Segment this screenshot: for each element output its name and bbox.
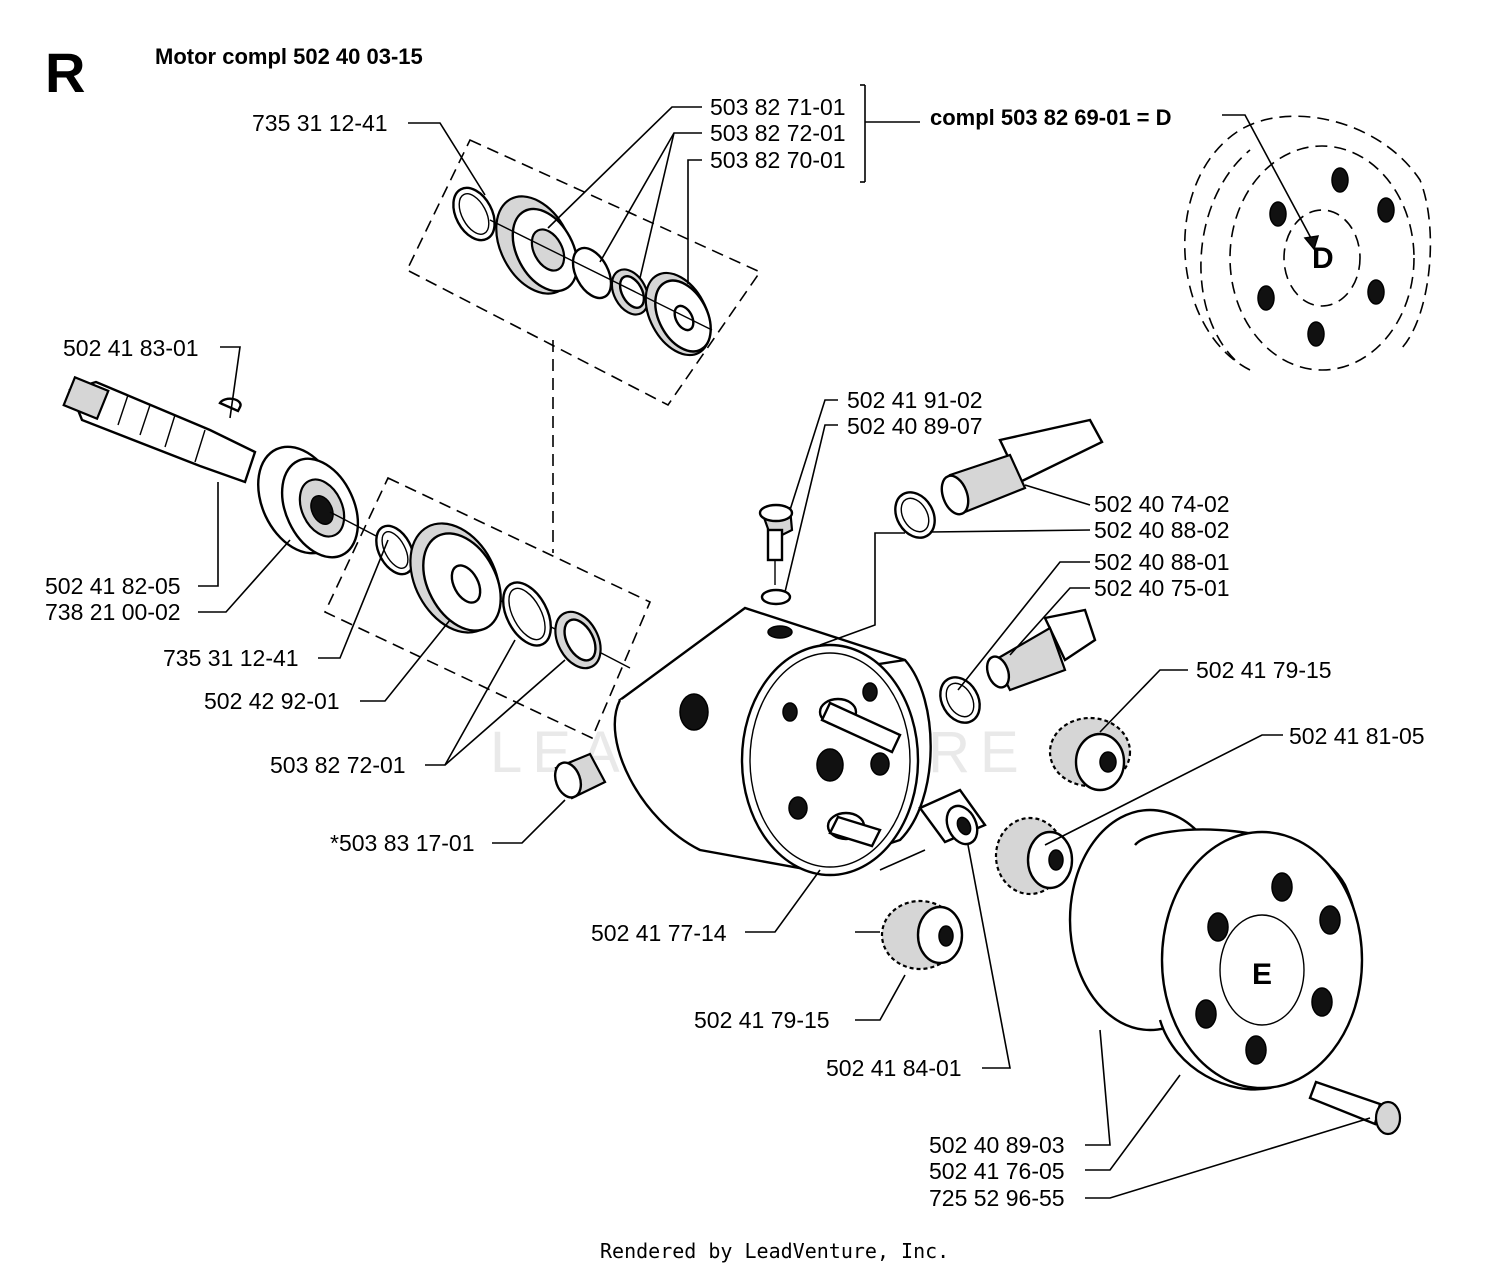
label-502-41-77-14: 502 41 77-14 [591,920,727,946]
top-seal-kit-box [405,138,762,407]
label-502-40-88-02: 502 40 88-02 [1094,517,1230,543]
label-502-40-75-01: 502 40 75-01 [1094,575,1230,601]
lower-seal-kit-box [323,476,652,740]
label-502-40-74-02: 502 40 74-02 [1094,491,1230,517]
section-letter: R [45,41,85,104]
label-502-41-84-01: 502 41 84-01 [826,1055,962,1081]
label-502-40-88-01: 502 40 88-01 [1094,549,1230,575]
label-502-41-79-15-right: 502 41 79-15 [1196,657,1332,683]
fittings [758,418,1104,724]
cover-e-letter: E [1252,958,1272,991]
cover-e: E [1068,808,1402,1136]
label-503-82-71-01: 503 82 71-01 [710,94,846,120]
lower-seal-parts [375,522,602,670]
label-502-40-89-03: 502 40 89-03 [929,1132,1065,1158]
shaft-assembly [62,375,631,669]
label-502-41-79-15-lower: 502 41 79-15 [694,1007,830,1033]
label-503-83-17-01: *503 83 17-01 [330,830,475,856]
label-503-82-72-01-top: 503 82 72-01 [710,120,846,146]
motor-housing [613,606,932,877]
label-502-42-92-01: 502 42 92-01 [204,688,340,714]
label-502-40-89-07: 502 40 89-07 [847,413,983,439]
cover-d-letter: D [1312,242,1334,275]
label-735-31-12-41-top: 735 31 12-41 [252,110,388,136]
label-503-82-70-01: 503 82 70-01 [710,147,846,173]
label-502-41-91-02: 502 41 91-02 [847,387,983,413]
label-502-41-76-05: 502 41 76-05 [929,1158,1065,1184]
label-738-21-00-02: 738 21 00-02 [45,599,181,625]
top-seal-parts [452,186,713,357]
leader-lines [198,84,1371,1199]
label-503-82-72-01-lower: 503 82 72-01 [270,752,406,778]
diagram-title: Motor compl 502 40 03-15 [155,44,423,69]
cover-d: D [1183,115,1432,371]
part-labels: 735 31 12-41 503 82 71-01 503 82 72-01 5… [45,94,1425,1211]
label-502-41-82-05: 502 41 82-05 [45,573,181,599]
label-502-41-81-05: 502 41 81-05 [1289,723,1425,749]
gears-and-plug [553,716,1132,971]
footer-credit: Rendered by LeadVenture, Inc. [600,1239,949,1263]
label-725-52-96-55: 725 52 96-55 [929,1185,1065,1211]
kit-label: compl 503 82 69-01 = D [930,105,1172,130]
label-735-31-12-41-lower: 735 31 12-41 [163,645,299,671]
label-502-41-83-01: 502 41 83-01 [63,335,199,361]
